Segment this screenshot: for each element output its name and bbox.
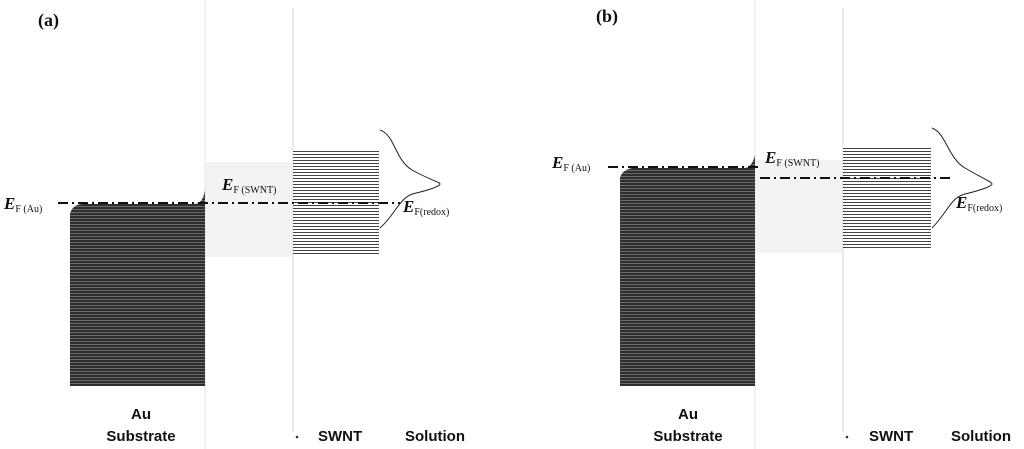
panel-a-label: (a) bbox=[38, 10, 59, 31]
panel-b-dot bbox=[845, 435, 849, 439]
panel-b-gap-region bbox=[755, 160, 843, 253]
panel-a: (a) EF (Au) EF (SWNT) EF(redox) Au Subst… bbox=[3, 0, 465, 449]
panel-b-ef-swnt-label: EF (SWNT) bbox=[764, 148, 819, 169]
panel-b: (b) EF (Au) EF (SWNT) EF(redox) Au Subst… bbox=[551, 0, 1011, 449]
panel-b-swnt-label: SWNT bbox=[869, 428, 913, 445]
panel-a-redox-distribution-curve bbox=[379, 129, 441, 229]
panel-a-au-metal-block bbox=[70, 190, 205, 386]
panel-a-gap-region bbox=[205, 162, 293, 257]
panel-b-swnt-band-block bbox=[843, 146, 931, 249]
panel-a-dot bbox=[295, 435, 299, 439]
panel-a-au-label: Au bbox=[131, 406, 151, 423]
panel-b-solution-label: Solution bbox=[951, 428, 1011, 445]
panel-b-ef-au-label: EF (Au) bbox=[551, 153, 590, 174]
panel-a-ef-swnt-label: EF (SWNT) bbox=[221, 175, 276, 196]
panel-a-ef-redox-label: EF(redox) bbox=[402, 197, 449, 218]
panel-b-ef-redox-label: EF(redox) bbox=[955, 193, 1002, 214]
panel-a-ef-au-label: EF (Au) bbox=[3, 194, 42, 215]
panel-a-solution-label: Solution bbox=[405, 428, 465, 445]
panel-b-substrate-label: Substrate bbox=[653, 428, 722, 445]
panel-a-swnt-label: SWNT bbox=[318, 428, 362, 445]
panel-b-redox-distribution-curve bbox=[931, 127, 993, 229]
panel-b-label: (b) bbox=[596, 6, 618, 27]
panel-a-substrate-label: Substrate bbox=[106, 428, 175, 445]
panel-b-au-metal-block bbox=[620, 155, 755, 386]
panel-b-au-label: Au bbox=[678, 406, 698, 423]
